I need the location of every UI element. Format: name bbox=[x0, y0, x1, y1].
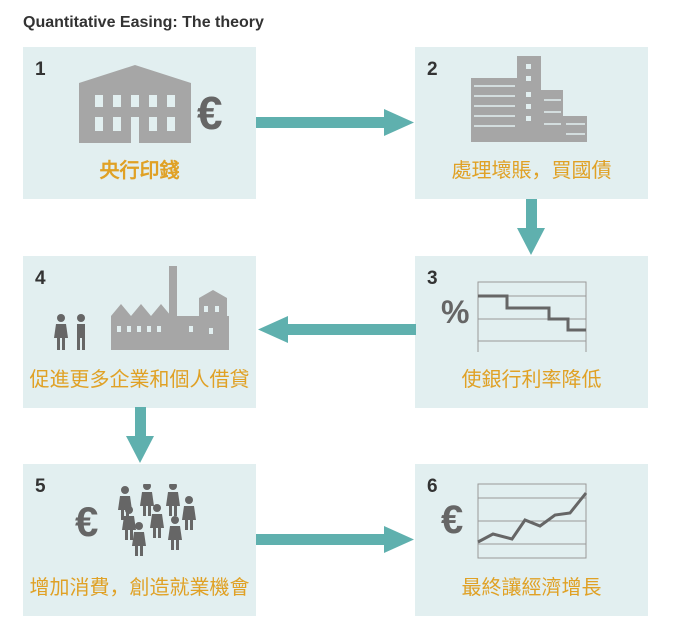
step-1-box: 1 € 央行印錢 bbox=[23, 47, 256, 199]
step-label: 最終讓經濟增長 bbox=[461, 577, 602, 599]
step-label: 促進更多企業和個人借貸 bbox=[29, 369, 250, 391]
falling-rate-chart-icon bbox=[477, 281, 587, 352]
step-4-box: 4 促進更多企業和個人借貸 bbox=[23, 256, 256, 408]
step-number: 1 bbox=[35, 59, 46, 80]
people-factory-icon bbox=[54, 266, 229, 350]
euro-icon: € bbox=[441, 498, 464, 542]
step-5-box: 5 € 增加消費，創造就業機會 bbox=[23, 464, 256, 616]
office-buildings-icon bbox=[471, 56, 587, 142]
crowd-icon bbox=[118, 484, 196, 556]
euro-icon: € bbox=[197, 87, 223, 139]
step-label: 處理壞賬，買國債 bbox=[451, 160, 612, 182]
diagram-title: Quantitative Easing: The theory bbox=[23, 14, 264, 31]
step-3-box: 3 % 使銀行利率降低 bbox=[415, 256, 648, 408]
central-bank-icon: € bbox=[79, 65, 223, 143]
arrow-left-3-to-4 bbox=[258, 316, 416, 343]
arrow-right-1-to-2 bbox=[256, 109, 414, 136]
step-2-box: 2 處理壞賬，買國債 bbox=[415, 47, 648, 199]
euro-icon: € bbox=[75, 498, 99, 545]
step-label: 增加消費，創造就業機會 bbox=[29, 577, 250, 599]
arrow-right-5-to-6 bbox=[256, 526, 414, 553]
rising-growth-chart-icon bbox=[477, 483, 588, 559]
percent-icon: % bbox=[441, 294, 470, 330]
arrow-down-4-to-5 bbox=[126, 407, 154, 463]
step-number: 4 bbox=[35, 268, 46, 289]
step-number: 6 bbox=[427, 476, 438, 497]
step-label: 使銀行利率降低 bbox=[461, 369, 602, 391]
step-number: 5 bbox=[35, 476, 46, 497]
step-number: 2 bbox=[427, 59, 438, 80]
step-number: 3 bbox=[427, 268, 438, 289]
step-label: 央行印錢 bbox=[99, 160, 180, 182]
arrow-down-2-to-3 bbox=[517, 199, 545, 255]
step-6-box: 6 € 最終讓經濟增長 bbox=[415, 464, 648, 616]
